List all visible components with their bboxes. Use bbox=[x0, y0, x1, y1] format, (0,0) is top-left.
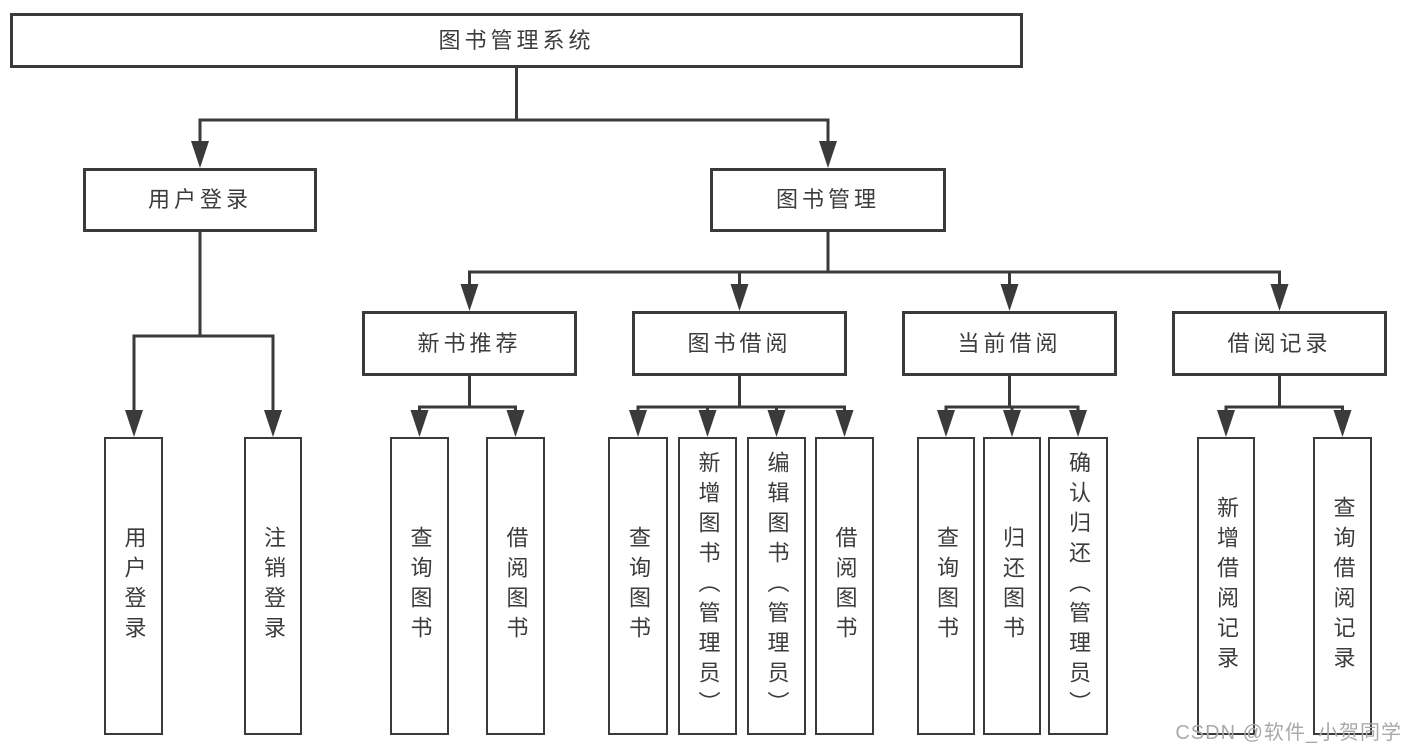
leaf-query-books-current-label: 查询图书 bbox=[934, 526, 959, 646]
node-user-login-label: 用户登录 bbox=[147, 187, 252, 212]
leaf-borrow-books-recommend-label: 借阅图书 bbox=[503, 526, 529, 646]
csdn-watermark: CSDN @软件_小贺同学 bbox=[1175, 722, 1402, 744]
leaf-query-books-current: 查询图书 bbox=[917, 437, 975, 735]
leaf-borrow-books-recommend: 借阅图书 bbox=[486, 437, 545, 735]
node-root-label: 图书管理系统 bbox=[438, 27, 595, 53]
node-book-borrowing-label: 图书借阅 bbox=[687, 330, 792, 356]
leaf-query-borrow-record-label: 查询借阅记录 bbox=[1330, 496, 1356, 676]
leaf-add-book-admin: 新增图书（管理员） bbox=[678, 437, 737, 735]
leaf-query-books-recommend: 查询图书 bbox=[390, 437, 449, 735]
arrowheads bbox=[125, 141, 1352, 437]
node-book-management: 图书管理 bbox=[710, 168, 946, 232]
node-new-book-recommend: 新书推荐 bbox=[362, 311, 577, 376]
node-current-borrowing: 当前借阅 bbox=[902, 311, 1117, 376]
node-borrowing-records: 借阅记录 bbox=[1172, 311, 1387, 376]
leaf-return-books-label: 归还图书 bbox=[1000, 526, 1025, 646]
node-root: 图书管理系统 bbox=[10, 13, 1023, 68]
leaf-return-books: 归还图书 bbox=[983, 437, 1041, 735]
leaf-logout: 注销登录 bbox=[244, 437, 302, 735]
leaf-add-borrow-record-label: 新增借阅记录 bbox=[1214, 496, 1239, 676]
leaf-logout-label: 注销登录 bbox=[261, 526, 286, 646]
leaf-add-book-admin-label: 新增图书（管理员） bbox=[695, 451, 721, 721]
leaf-query-borrow-record: 查询借阅记录 bbox=[1313, 437, 1372, 735]
leaf-add-borrow-record: 新增借阅记录 bbox=[1197, 437, 1255, 735]
leaf-query-books-recommend-label: 查询图书 bbox=[407, 526, 433, 646]
node-user-login: 用户登录 bbox=[83, 168, 317, 232]
node-book-management-label: 图书管理 bbox=[775, 187, 880, 212]
leaf-borrow-books-borrowing: 借阅图书 bbox=[815, 437, 874, 735]
leaf-query-books-borrowing-label: 查询图书 bbox=[626, 526, 651, 646]
leaf-user-login-label: 用户登录 bbox=[121, 526, 147, 646]
leaf-confirm-return-admin-label: 确认归还（管理员） bbox=[1066, 451, 1091, 721]
node-borrowing-records-label: 借阅记录 bbox=[1227, 330, 1332, 356]
leaf-edit-book-admin-label: 编辑图书（管理员） bbox=[764, 451, 790, 721]
leaf-borrow-books-borrowing-label: 借阅图书 bbox=[832, 526, 858, 646]
node-new-book-recommend-label: 新书推荐 bbox=[417, 330, 522, 356]
node-book-borrowing: 图书借阅 bbox=[632, 311, 847, 376]
leaf-query-books-borrowing: 查询图书 bbox=[608, 437, 668, 735]
leaf-edit-book-admin: 编辑图书（管理员） bbox=[747, 437, 806, 735]
node-current-borrowing-label: 当前借阅 bbox=[957, 330, 1062, 356]
leaf-user-login: 用户登录 bbox=[104, 437, 163, 735]
leaf-confirm-return-admin: 确认归还（管理员） bbox=[1048, 437, 1108, 735]
